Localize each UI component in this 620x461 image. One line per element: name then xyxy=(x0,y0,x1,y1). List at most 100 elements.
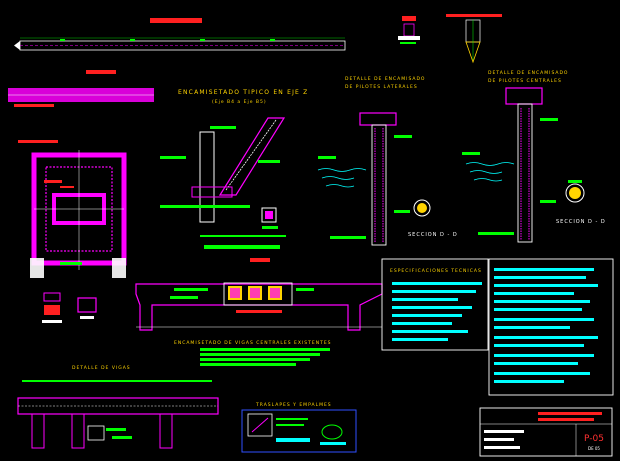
small-footing-details xyxy=(42,292,97,323)
spec-line xyxy=(494,308,582,311)
traslapes-title: TRASLAPES Y EMPALMES xyxy=(255,402,332,408)
encamisetado-section-core xyxy=(265,211,273,219)
encamisetado-note xyxy=(258,160,280,163)
beam-section-encasing xyxy=(223,282,293,306)
detail-title-bar xyxy=(402,16,416,21)
vigas-section xyxy=(87,425,105,441)
water-line xyxy=(469,170,503,174)
beam-core-hatch xyxy=(270,288,280,298)
laterales-pile-cap xyxy=(359,112,397,126)
spec-line xyxy=(494,336,598,339)
section-title-bar xyxy=(86,70,116,74)
traslapes-note xyxy=(320,442,346,445)
centrales-section-circle xyxy=(565,183,585,203)
beam-title-bar xyxy=(150,18,202,23)
spec-line xyxy=(494,354,594,357)
vigas-note-line xyxy=(200,353,320,356)
encamisetado-diagonal xyxy=(218,117,286,196)
water-line xyxy=(321,176,355,180)
laterales-pile xyxy=(371,124,387,246)
footing-detail-a-fill xyxy=(44,305,60,315)
detail-note xyxy=(400,42,416,44)
beam-section-title xyxy=(204,245,280,249)
detail-base xyxy=(398,36,420,40)
spec-title: ESPECIFICACIONES TECNICAS xyxy=(390,268,482,274)
spec-line xyxy=(392,306,472,309)
spec-line xyxy=(494,372,590,375)
spec-line xyxy=(392,314,462,317)
encamisetado-rebar xyxy=(225,119,277,191)
vigas-note xyxy=(106,428,126,431)
traslapes-box xyxy=(241,409,357,453)
centrales-title-2: DE PILOTES CENTRALES xyxy=(488,78,562,84)
laterales-note xyxy=(394,135,412,138)
footing-left xyxy=(30,258,44,278)
spec-line xyxy=(494,344,584,347)
top-small-detail-2 xyxy=(446,14,502,64)
laterales-note xyxy=(330,236,366,239)
beam-end-left xyxy=(14,41,20,50)
encamisetado-ground xyxy=(200,235,286,237)
beam-core-hatch xyxy=(230,288,240,298)
top-beam-elevation xyxy=(14,18,346,51)
title-block-frame xyxy=(479,407,613,457)
spec-line xyxy=(494,380,564,383)
traslapes-note xyxy=(276,424,304,426)
beam-tick xyxy=(60,39,65,41)
title-block: P-05 DE 05 xyxy=(479,407,613,457)
vigas-support-2 xyxy=(71,413,85,449)
beam-section-note xyxy=(296,288,314,291)
laterales-note xyxy=(394,210,410,213)
water-line xyxy=(465,162,515,166)
sheet-number: P-05 xyxy=(584,434,604,444)
beam-tick xyxy=(270,39,275,41)
encamisetado-note xyxy=(160,156,186,159)
top-small-detail-1 xyxy=(398,16,420,44)
central-beam-section xyxy=(135,245,383,331)
left-beam-section xyxy=(8,70,154,107)
footing-label xyxy=(80,316,94,319)
centrales-note xyxy=(540,118,558,121)
vigas-support-1 xyxy=(31,413,45,449)
vigas-note-line xyxy=(200,363,296,366)
centrales-note xyxy=(478,232,514,235)
vigas-support-3 xyxy=(159,413,173,449)
pile-title-bar xyxy=(446,14,502,17)
plan-note xyxy=(60,262,82,265)
laterales-section-circle xyxy=(413,199,431,217)
pilotes-centrales-detail: DETALLE DE ENCAMISADO DE PILOTES CENTRAL… xyxy=(462,70,606,243)
beam-section-note xyxy=(174,288,208,291)
footing-detail-a xyxy=(43,292,61,302)
spec-line xyxy=(494,362,578,365)
encamisetado-title: ENCAMISETADO TIPICO EN EJE Z xyxy=(178,89,308,96)
beam-tick xyxy=(130,39,135,41)
centrales-section-note xyxy=(568,180,582,183)
title-block-field xyxy=(484,446,520,449)
encamisetado-footing xyxy=(191,186,233,198)
section-dim xyxy=(14,104,54,107)
vigas-dim xyxy=(22,380,212,382)
encamisetado-column xyxy=(199,131,215,223)
spec-line xyxy=(392,290,476,293)
spec-line xyxy=(392,338,448,341)
detalle-vigas: DETALLE DE VIGAS xyxy=(17,365,219,449)
footing-detail-b xyxy=(77,297,97,313)
centrales-section-label: SECCION D - D xyxy=(556,219,606,225)
spec-line xyxy=(392,330,468,333)
centrales-pile-cap xyxy=(505,87,543,105)
vigas-note-line xyxy=(200,358,310,361)
spec-line xyxy=(494,276,586,279)
spec-box-left xyxy=(381,258,489,351)
water-line xyxy=(473,178,503,182)
spec-line xyxy=(392,322,452,325)
beam-section-dim xyxy=(236,310,282,313)
spec-line xyxy=(494,318,594,321)
centrales-section-core xyxy=(569,187,581,199)
pilotes-laterales-detail: DETALLE DE ENCAMISADO DE PILOTES LATERAL… xyxy=(317,76,457,246)
beam-core-hatch xyxy=(250,288,260,298)
laterales-title-2: DE PILOTES LATERALES xyxy=(345,84,418,90)
laterales-title-1: DETALLE DE ENCAMISADO xyxy=(345,76,425,82)
spec-line xyxy=(494,284,598,287)
sheet-total: DE 05 xyxy=(588,446,600,451)
